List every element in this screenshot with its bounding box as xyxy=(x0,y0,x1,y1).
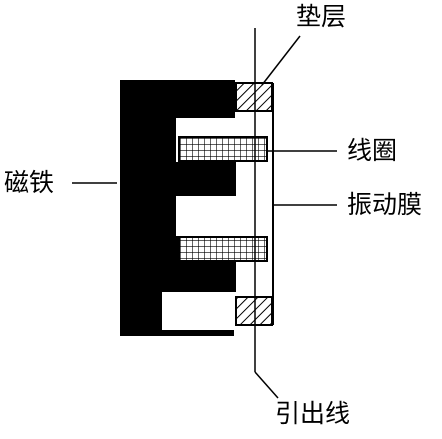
coil-top xyxy=(178,136,268,162)
gasket-leader xyxy=(261,35,301,86)
lead-wire-label: 引出线 xyxy=(275,399,351,428)
lead-wire-leader xyxy=(254,371,279,399)
gasket-top xyxy=(235,82,273,112)
coil-bottom xyxy=(178,236,268,262)
magnet-label: 磁铁 xyxy=(4,168,55,197)
coil-label: 线圈 xyxy=(347,136,398,165)
gasket-bottom xyxy=(235,296,273,326)
magnet-inner-block xyxy=(163,118,176,236)
magnet-e-shape xyxy=(120,80,236,336)
diaphragm-label: 振动膜 xyxy=(347,190,423,219)
gasket-label: 垫层 xyxy=(296,2,347,31)
